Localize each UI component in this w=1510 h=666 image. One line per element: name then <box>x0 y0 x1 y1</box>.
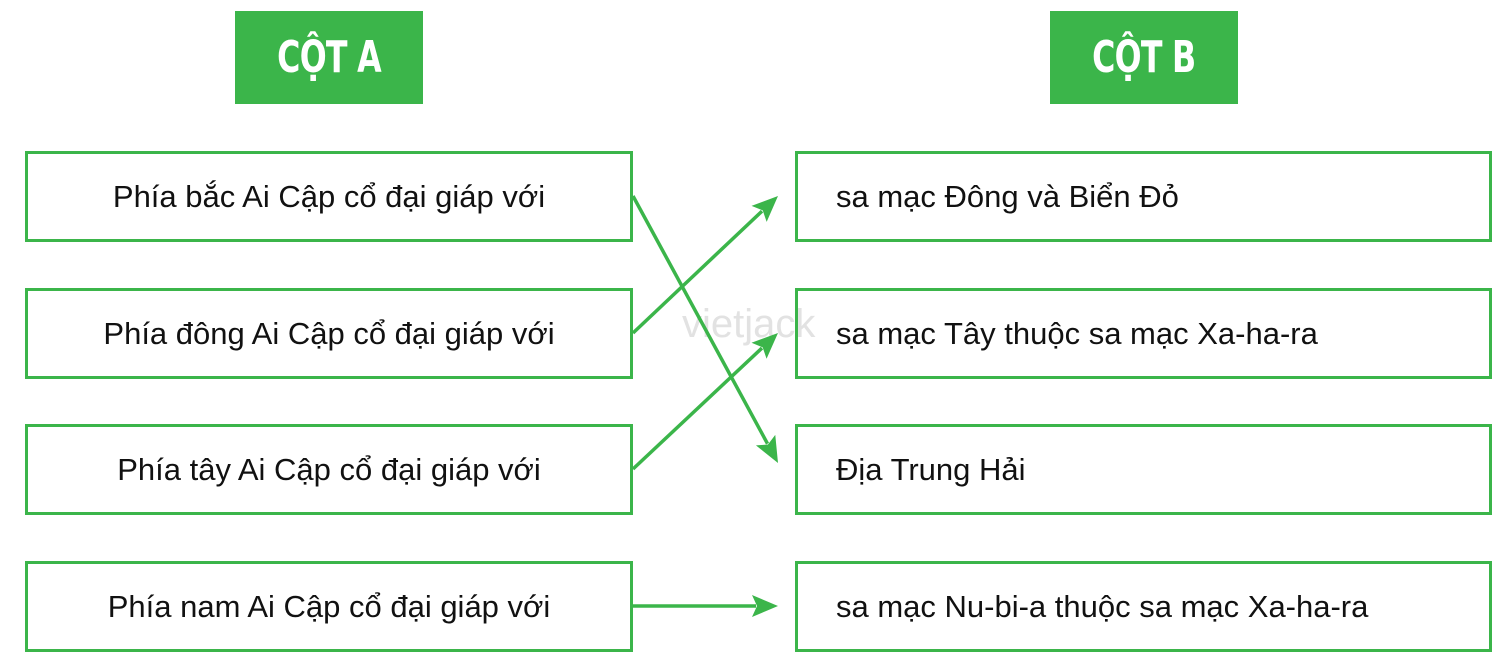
column-a-item-west: Phía tây Ai Cập cổ đại giáp với <box>25 424 633 515</box>
column-a-item-east: Phía đông Ai Cập cổ đại giáp với <box>25 288 633 379</box>
column-a-item-south: Phía nam Ai Cập cổ đại giáp với <box>25 561 633 652</box>
column-b-item-nubian-desert: sa mạc Nu-bi-a thuộc sa mạc Xa-ha-ra <box>795 561 1492 652</box>
column-a-header-label: CỘT A <box>277 32 381 83</box>
column-a-item-label: Phía đông Ai Cập cổ đại giáp với <box>103 315 555 351</box>
column-a-item-label: Phía tây Ai Cập cổ đại giáp với <box>117 451 541 487</box>
arrow-shaft <box>631 209 764 335</box>
column-a-header: CỘT A <box>235 11 423 104</box>
column-b-item-eastern-desert: sa mạc Đông và Biển Đỏ <box>795 151 1492 242</box>
arrow-shaft <box>631 195 770 445</box>
column-a-item-north: Phía bắc Ai Cập cổ đại giáp với <box>25 151 633 242</box>
column-b-item-label: sa mạc Đông và Biển Đỏ <box>836 178 1179 214</box>
column-b-item-label: sa mạc Tây thuộc sa mạc Xa-ha-ra <box>836 315 1318 351</box>
match-arrow <box>631 196 778 335</box>
column-b-item-label: sa mạc Nu-bi-a thuộc sa mạc Xa-ha-ra <box>836 588 1369 624</box>
column-b-item-western-desert: sa mạc Tây thuộc sa mạc Xa-ha-ra <box>795 288 1492 379</box>
match-arrow <box>633 595 778 617</box>
arrow-head-icon <box>755 434 778 463</box>
match-arrow <box>631 195 778 463</box>
arrow-head-icon <box>751 333 778 359</box>
column-b-header-label: CỘT B <box>1092 32 1196 83</box>
column-a-item-label: Phía bắc Ai Cập cổ đại giáp với <box>112 178 546 214</box>
column-b-item-mediterranean: Địa Trung Hải <box>795 424 1492 515</box>
column-a-item-label: Phía nam Ai Cập cổ đại giáp với <box>107 588 551 624</box>
column-b-item-label: Địa Trung Hải <box>836 451 1026 487</box>
arrow-shaft <box>631 346 764 471</box>
arrow-head-icon <box>751 196 778 222</box>
column-b-header: CỘT B <box>1050 11 1238 104</box>
match-arrow <box>631 333 778 471</box>
arrow-head-icon <box>752 595 778 617</box>
